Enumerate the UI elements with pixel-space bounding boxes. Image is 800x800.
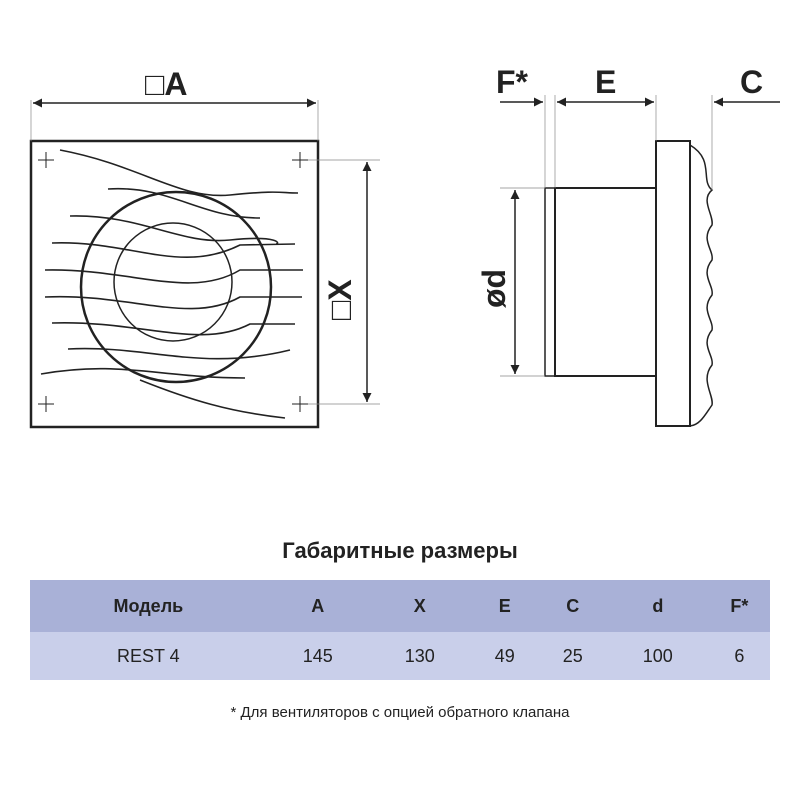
- cell-x: 130: [368, 632, 471, 680]
- dimension-a-label: □A: [145, 66, 188, 102]
- header-c: C: [538, 580, 607, 632]
- cell-f: 6: [708, 632, 770, 680]
- grille-lines: [40, 149, 303, 419]
- cell-a: 145: [266, 632, 369, 680]
- dimensions-table: Модель A X E C d F* REST 4 145 130 49 25…: [30, 580, 770, 680]
- header-d: d: [606, 580, 709, 632]
- dimension-d-label: ød: [476, 268, 512, 308]
- cell-c: 25: [538, 632, 607, 680]
- dimension-x-label: □X: [322, 279, 358, 320]
- front-view: [29, 98, 380, 429]
- inner-ring: [113, 222, 233, 342]
- dimension-c-label: C: [740, 64, 764, 100]
- technical-drawing: [29, 95, 780, 429]
- mounting-holes: [38, 152, 308, 412]
- side-view: [500, 95, 780, 427]
- header-x: X: [368, 580, 471, 632]
- header-a: A: [266, 580, 369, 632]
- table-header-row: Модель A X E C d F*: [30, 580, 770, 632]
- cell-model: REST 4: [30, 632, 267, 680]
- header-e: E: [470, 580, 539, 632]
- outer-ring: [79, 190, 273, 384]
- dimension-e-label: E: [595, 64, 617, 100]
- header-model: Модель: [30, 580, 267, 632]
- dimension-f-label: F*: [496, 64, 528, 100]
- footnote: * Для вентиляторов с опцией обратного кл…: [230, 704, 570, 721]
- header-f: F*: [708, 580, 770, 632]
- table-row: REST 4 145 130 49 25 100 6: [30, 632, 770, 680]
- cell-e: 49: [470, 632, 539, 680]
- cell-d: 100: [606, 632, 709, 680]
- table-title: Габаритные размеры: [282, 538, 518, 563]
